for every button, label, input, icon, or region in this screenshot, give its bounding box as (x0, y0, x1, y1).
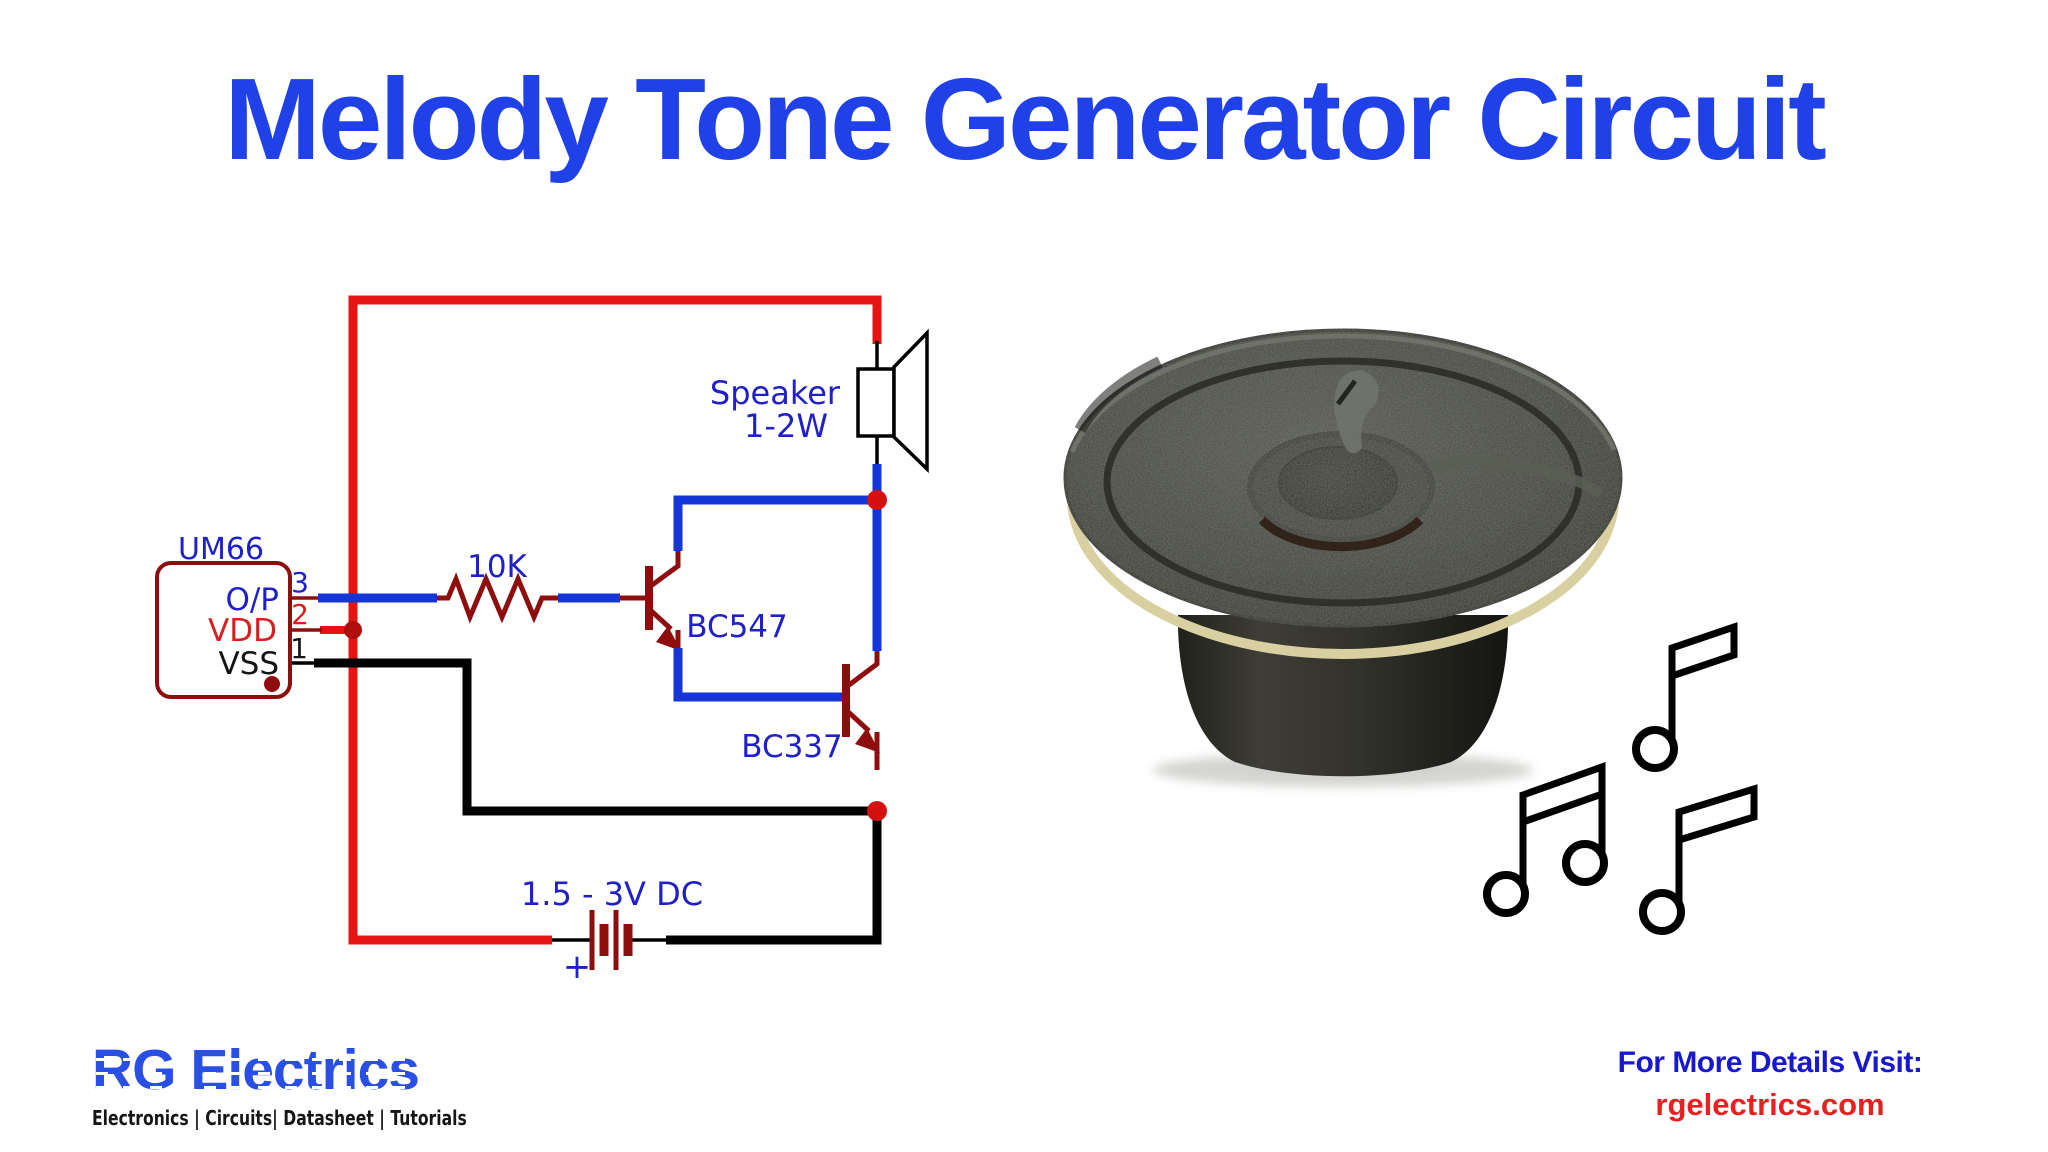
eighth-note-bottom-icon (1639, 784, 1758, 935)
transistor-bc337 (842, 638, 880, 770)
resistor-10k (437, 572, 649, 624)
footer-website-url: rgelectrics.com (1655, 1087, 1885, 1122)
footer-details: For More Details Visit: rgelectrics.com (1588, 1042, 1952, 1126)
ic-out-label: O/P (225, 582, 279, 618)
footer-visit-text: For More Details Visit: (1617, 1046, 1923, 1079)
ic-pin-leads (290, 596, 322, 632)
speaker-symbol (856, 328, 929, 474)
glue-streak (1426, 457, 1604, 499)
speaker-label-line2: 1-2W (744, 407, 828, 445)
um66-ic (155, 561, 292, 699)
resistor-value-label: 10K (467, 549, 527, 585)
ic-name-label: UM66 (178, 532, 264, 567)
bc547-emitter-arrow (656, 626, 681, 651)
circuit-diagram: UM66 O/P VDD VSS 3 2 1 10K BC547 BC337 S… (155, 295, 929, 987)
logo-wordmark: RG Electrics (92, 1038, 420, 1102)
ic-pin3-number: 3 (291, 566, 309, 599)
battery-plus-label: + (563, 947, 592, 987)
page-title: Melody Tone Generator Circuit (224, 54, 1827, 184)
speaker-label-line1: Speaker (710, 374, 841, 412)
glue-needle (1335, 379, 1358, 406)
battery-symbol (589, 910, 633, 970)
brand-logo: RG Electrics Electronics | Circuits| Dat… (92, 1038, 562, 1130)
beamed-notes-icon (1483, 762, 1608, 917)
dust-dome (1278, 446, 1398, 520)
bc337-label: BC337 (741, 729, 843, 765)
speaker-photo (1063, 328, 1623, 787)
battery-voltage-label: 1.5 - 3V DC (521, 875, 703, 913)
eighth-note-top-icon (1632, 622, 1738, 772)
component-leads (290, 341, 879, 942)
junction-dots (344, 490, 887, 821)
ic-pin1-dot (264, 676, 280, 692)
bc547-label: BC547 (686, 609, 788, 645)
ground-wire (314, 658, 882, 945)
ic-vdd-label: VDD (208, 613, 277, 649)
rim-highlight (1069, 333, 1617, 453)
ic-vss-label: VSS (218, 646, 279, 682)
bc337-emitter-arrow (855, 728, 880, 753)
dome-under-edge (1258, 516, 1424, 552)
transistor-bc547 (645, 537, 681, 660)
ic-pin1-number: 1 (290, 632, 308, 665)
speaker-magnet-base (1178, 615, 1508, 777)
ic-pin2-number: 2 (291, 598, 309, 631)
logo-tagline: Electronics | Circuits| Datasheet | Tuto… (92, 1106, 467, 1130)
rim-dark-edge (1074, 356, 1163, 433)
music-notes-icon (1483, 622, 1758, 935)
signal-wires (318, 464, 882, 702)
